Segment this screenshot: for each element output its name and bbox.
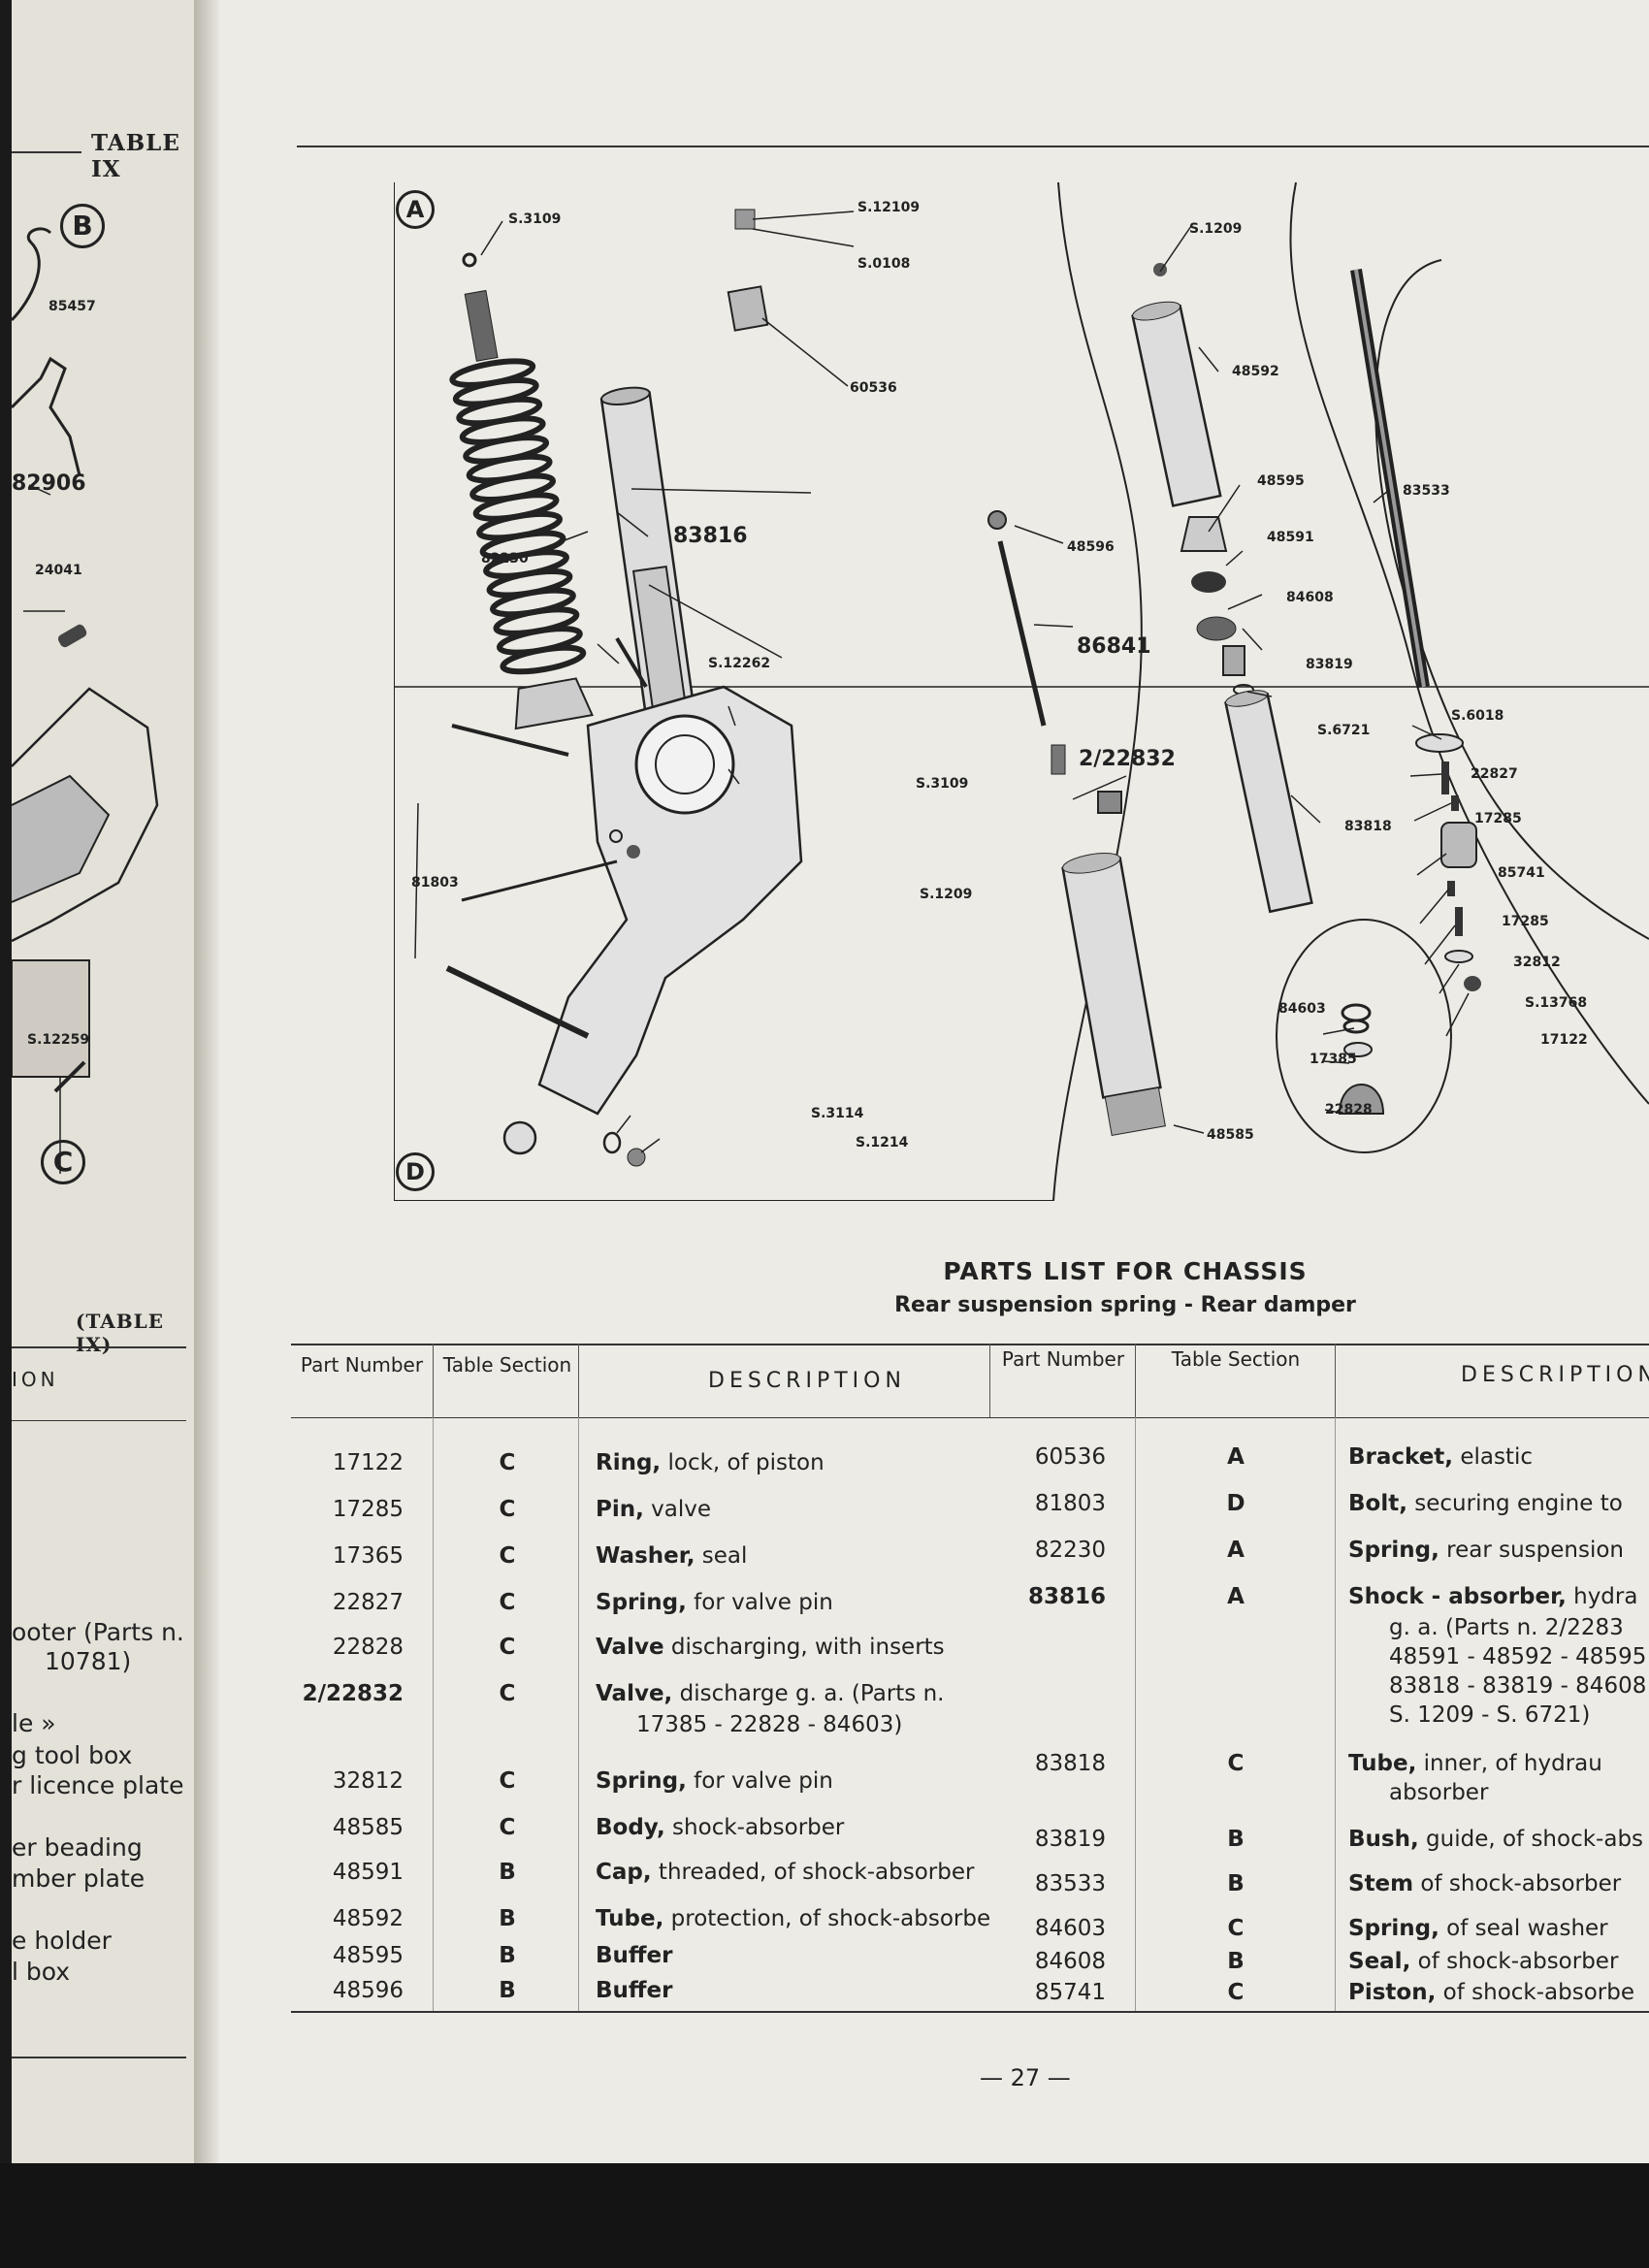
- page-number: — 27 —: [980, 2064, 1071, 2091]
- diagram-callout: 32812: [1513, 955, 1561, 970]
- left-text-line: mber plate: [12, 1864, 146, 1893]
- left-header-rule: [12, 1420, 186, 1421]
- right-top-rule: [297, 146, 1649, 147]
- exploded-parts-diagram: [394, 182, 1649, 1201]
- left-callout: S.12259: [27, 1032, 90, 1048]
- diagram-callout: 82230: [481, 551, 529, 567]
- left-text-line: ooter (Parts n.: [12, 1618, 184, 1646]
- left-page: TABLE IX B C 85457 82906 24041 S.12259 (…: [12, 0, 206, 2268]
- diagram-callout: 83818: [1344, 819, 1392, 834]
- diagram-callout: 17285: [1474, 811, 1522, 826]
- left-callout: 82906: [12, 471, 86, 496]
- diagram-callout: 22828: [1325, 1102, 1373, 1118]
- left-column-fragment: ION: [12, 1368, 59, 1391]
- diagram-callout: 17122: [1540, 1032, 1588, 1048]
- header-description-right: DESCRIPTION: [1461, 1363, 1649, 1387]
- header-table-section-right: Table Section: [1171, 1347, 1301, 1371]
- left-text-line: er beading: [12, 1833, 143, 1862]
- left-callout: 24041: [35, 563, 82, 578]
- diagram-callout: S.3114: [811, 1106, 864, 1121]
- diagram-callout: 85741: [1498, 865, 1545, 881]
- parts-list-subtitle: Rear suspension spring - Rear damper: [894, 1293, 1356, 1317]
- header-part-number: Part Number: [300, 1353, 424, 1377]
- left-text-line: le »: [12, 1709, 56, 1737]
- binding-gutter: [0, 0, 12, 2268]
- table-header-rule: [291, 1417, 1649, 1418]
- left-section-b-marker: B: [60, 204, 105, 248]
- diagram-callout: S.0108: [857, 256, 911, 272]
- header-part-number-right: Part Number: [1001, 1347, 1125, 1371]
- diagram-callout: S.6721: [1317, 723, 1371, 738]
- diagram-section-d-marker: D: [396, 1152, 435, 1191]
- left-top-rule: [12, 151, 81, 153]
- diagram-callout: S.13768: [1525, 995, 1588, 1011]
- left-text-line: g tool box: [12, 1741, 133, 1769]
- diagram-callout: S.1214: [856, 1135, 909, 1150]
- diagram-callout: S.1209: [1189, 221, 1243, 237]
- left-diagram-fragment: [12, 227, 159, 1174]
- left-bottom-rule: [12, 2057, 186, 2058]
- left-section-c-marker: C: [41, 1140, 85, 1184]
- diagram-callout: 83819: [1306, 657, 1353, 672]
- left-text-line: 10781): [45, 1647, 132, 1675]
- header-description: DESCRIPTION: [708, 1369, 906, 1393]
- diagram-callout: S.3109: [916, 776, 969, 792]
- diagram-callout: 48585: [1207, 1127, 1254, 1143]
- diagram-section-a-marker: A: [396, 190, 435, 229]
- left-text-line: e holder: [12, 1927, 112, 1955]
- diagram-callout: 17285: [1502, 914, 1549, 929]
- diagram-callout: S.6018: [1451, 708, 1504, 724]
- diagram-callout: 60536: [850, 380, 897, 396]
- diagram-callout: 83533: [1403, 483, 1450, 499]
- diagram-callout: S.12262: [708, 656, 771, 671]
- left-table-label-2: (TABLE IX): [76, 1310, 164, 1356]
- diagram-callout: 81803: [411, 875, 459, 891]
- diagram-callout: 84608: [1286, 590, 1334, 605]
- diagram-callout: 2/22832: [1079, 747, 1176, 771]
- diagram-callout: S.3109: [508, 211, 562, 227]
- diagram-callout: 83816: [673, 524, 748, 548]
- diagram-callout: 17385: [1310, 1052, 1357, 1067]
- diagram-callout: S.1209: [920, 887, 973, 902]
- parts-table: Part Number Table Section DESCRIPTION Pa…: [291, 1344, 1649, 2013]
- table-bottom-rule: [291, 2011, 1649, 2013]
- diagram-callout: 22827: [1471, 766, 1518, 782]
- diagram-callout: 86841: [1077, 634, 1151, 659]
- parts-list-title: PARTS LIST FOR CHASSIS: [943, 1257, 1308, 1285]
- header-table-section: Table Section: [442, 1353, 572, 1377]
- diagram-callout: S.12109: [857, 200, 921, 215]
- diagram-callout: 84603: [1278, 1001, 1326, 1017]
- diagram-callout: 48592: [1232, 364, 1279, 379]
- diagram-callout: 48591: [1267, 530, 1314, 545]
- left-table-label: TABLE IX: [91, 130, 180, 182]
- diagram-callout: 48595: [1257, 473, 1305, 489]
- left-table-rule: [12, 1346, 186, 1348]
- left-text-line: r licence plate: [12, 1771, 184, 1799]
- table-top-rule: [291, 1344, 1649, 1345]
- parts-list-header: PARTS LIST FOR CHASSIS Rear suspension s…: [757, 1257, 1494, 1317]
- left-text-line: l box: [12, 1958, 71, 1986]
- diagram-callout: 48596: [1067, 539, 1115, 555]
- page-spine-shadow: [194, 0, 219, 2268]
- scan-bottom-edge: [0, 2163, 1649, 2268]
- left-callout: 85457: [48, 299, 96, 314]
